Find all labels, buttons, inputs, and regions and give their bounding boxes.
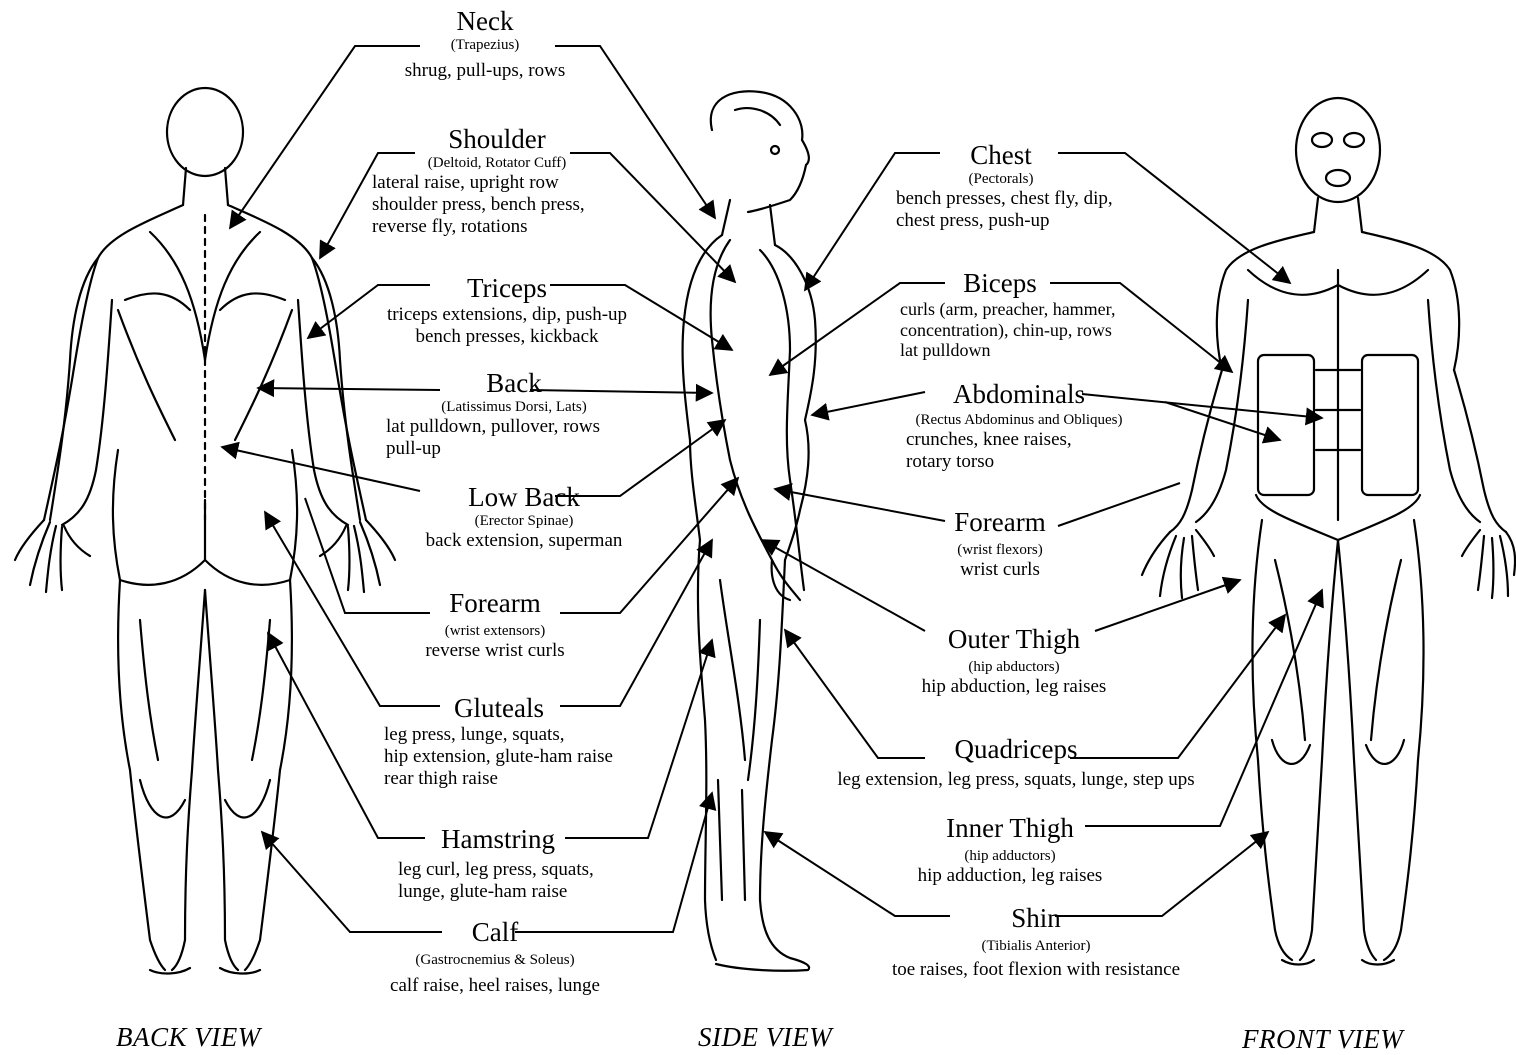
exercise-line: wrist curls <box>930 559 1070 581</box>
label-exercises: lateral raise, upright row shoulder pres… <box>372 172 622 238</box>
label-gluteals: Gluteals leg press, lunge, squats, hip e… <box>384 693 664 790</box>
label-forearm-back: Forearm (wrist extensors) reverse wrist … <box>400 588 590 662</box>
label-subtitle: (Deltoid, Rotator Cuff) <box>372 155 622 172</box>
exercise-line: lateral raise, upright row <box>372 172 622 194</box>
exercise-line: rotary torso <box>906 451 1144 473</box>
label-shin: Shin (Tibialis Anterior) toe raises, foo… <box>866 903 1206 981</box>
label-title: Chest <box>896 140 1106 171</box>
label-triceps: Triceps triceps extensions, dip, push-up… <box>362 273 652 348</box>
front-view-figure <box>1142 98 1515 965</box>
label-title: Triceps <box>362 273 652 304</box>
label-outer-thigh: Outer Thigh (hip abductors) hip abductio… <box>904 624 1124 698</box>
label-subtitle: (Tibialis Anterior) <box>866 938 1206 955</box>
label-title: Neck <box>380 6 590 37</box>
exercise-line: lunge, glute-ham raise <box>398 881 598 903</box>
exercise-line: reverse wrist curls <box>400 640 590 662</box>
label-subtitle: (Rectus Abdominus and Obliques) <box>894 412 1144 429</box>
exercise-line: concentration), chin-up, rows <box>900 320 1140 341</box>
exercise-line: hip abduction, leg raises <box>904 676 1124 698</box>
caption-front-view: FRONT VIEW <box>1242 1024 1403 1055</box>
label-title: Outer Thigh <box>904 624 1124 655</box>
label-forearm-front: Forearm (wrist flexors) wrist curls <box>930 507 1070 581</box>
label-title: Back <box>386 368 642 399</box>
label-hamstring: Hamstring leg curl, leg press, squats, l… <box>398 824 598 903</box>
exercise-line: triceps extensions, dip, push-up <box>362 304 652 326</box>
caption-side-view: SIDE VIEW <box>698 1022 832 1053</box>
exercise-line: rear thigh raise <box>384 768 664 790</box>
exercise-line: bench presses, chest fly, dip, <box>896 188 1156 210</box>
label-subtitle: (Trapezius) <box>380 37 590 54</box>
label-back: Back (Latissimus Dorsi, Lats) lat pulldo… <box>386 368 642 460</box>
label-title: Abdominals <box>894 379 1144 410</box>
label-title: Shoulder <box>372 124 622 155</box>
exercise-line: lat pulldown <box>900 340 1140 361</box>
exercise-line: chest press, push-up <box>896 210 1156 232</box>
exercise-line: bench presses, kickback <box>362 326 652 348</box>
label-title: Hamstring <box>398 824 598 855</box>
side-view-figure <box>683 91 816 970</box>
label-calf: Calf (Gastrocnemius & Soleus) calf raise… <box>378 917 612 997</box>
label-biceps: Biceps curls (arm, preacher, hammer, con… <box>900 268 1140 361</box>
label-title: Gluteals <box>384 693 614 724</box>
label-subtitle: (Pectorals) <box>896 171 1106 188</box>
exercise-line: pull-up <box>386 438 642 460</box>
exercise-line: leg extension, leg press, squats, lunge,… <box>806 769 1226 791</box>
label-title: Inner Thigh <box>900 813 1120 844</box>
label-subtitle: (wrist extensors) <box>400 623 590 640</box>
label-title: Shin <box>866 903 1206 934</box>
label-title: Biceps <box>900 268 1100 299</box>
exercise-line: back extension, superman <box>404 530 644 552</box>
exercise-line: crunches, knee raises, <box>906 429 1144 451</box>
label-abdominals: Abdominals (Rectus Abdominus and Oblique… <box>894 379 1144 473</box>
exercise-line: calf raise, heel raises, lunge <box>378 975 612 997</box>
exercise-line: hip extension, glute-ham raise <box>384 746 664 768</box>
exercise-line: leg press, lunge, squats, <box>384 724 664 746</box>
exercise-line: shoulder press, bench press, <box>372 194 622 216</box>
label-quadriceps: Quadriceps leg extension, leg press, squ… <box>806 734 1226 791</box>
exercise-line: toe raises, foot flexion with resistance <box>866 959 1206 981</box>
label-subtitle: (Latissimus Dorsi, Lats) <box>386 399 642 416</box>
exercise-line: leg curl, leg press, squats, <box>398 859 598 881</box>
label-subtitle: (Erector Spinae) <box>404 513 644 530</box>
label-subtitle: (hip adductors) <box>900 848 1120 865</box>
caption-back-view: BACK VIEW <box>116 1022 261 1053</box>
exercise-line: curls (arm, preacher, hammer, <box>900 299 1140 320</box>
back-view-figure <box>15 88 395 974</box>
label-subtitle: (Gastrocnemius & Soleus) <box>378 952 612 969</box>
label-title: Calf <box>378 917 612 948</box>
label-shoulder: Shoulder (Deltoid, Rotator Cuff) lateral… <box>372 124 622 238</box>
label-exercises: bench presses, chest fly, dip, chest pre… <box>896 188 1156 232</box>
label-chest: Chest (Pectorals) bench presses, chest f… <box>896 140 1156 232</box>
label-exercises: leg curl, leg press, squats, lunge, glut… <box>398 859 598 903</box>
label-neck: Neck (Trapezius) shrug, pull-ups, rows <box>380 6 590 82</box>
label-title: Forearm <box>400 588 590 619</box>
label-title: Forearm <box>930 507 1070 538</box>
label-subtitle: (wrist flexors) <box>930 542 1070 559</box>
label-title: Quadriceps <box>806 734 1226 765</box>
label-inner-thigh: Inner Thigh (hip adductors) hip adductio… <box>900 813 1120 887</box>
label-subtitle: (hip abductors) <box>904 659 1124 676</box>
exercise-line: reverse fly, rotations <box>372 216 622 238</box>
label-exercises: lat pulldown, pullover, rows pull-up <box>386 416 642 460</box>
label-exercises: shrug, pull-ups, rows <box>380 60 590 82</box>
label-title: Low Back <box>404 482 644 513</box>
exercise-line: lat pulldown, pullover, rows <box>386 416 642 438</box>
label-exercises: crunches, knee raises, rotary torso <box>894 429 1144 473</box>
label-low-back: Low Back (Erector Spinae) back extension… <box>404 482 644 552</box>
exercise-line: hip adduction, leg raises <box>900 865 1120 887</box>
